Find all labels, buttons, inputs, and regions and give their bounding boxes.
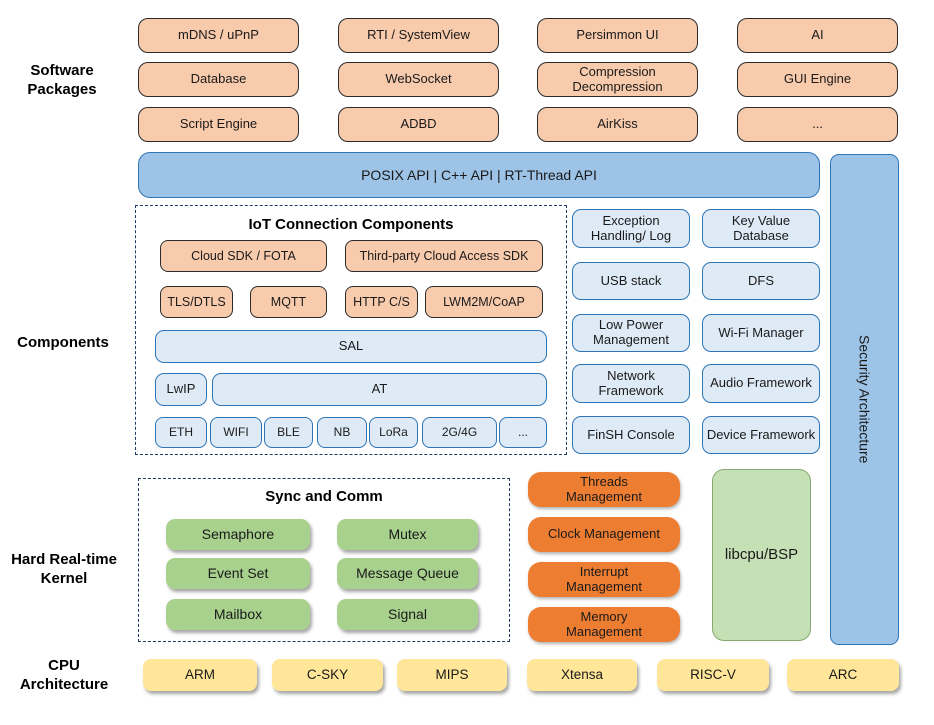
cpu-arch-box: MIPS (397, 659, 507, 691)
cpu-arch-box: RISC-V (657, 659, 769, 691)
iot-connection-components-title: IoT Connection Components (248, 216, 454, 233)
service-box: Low Power Management (572, 314, 690, 352)
link-box: ETH (155, 417, 207, 448)
kernel-mgmt-box: Interrupt Management (528, 562, 680, 597)
kernel-mgmt-box: Memory Management (528, 607, 680, 642)
package-box: Persimmon UI (537, 18, 698, 53)
iot-box: LWM2M/CoAP (425, 286, 543, 318)
service-box: Key Value Database (702, 209, 820, 248)
kernel-sync-box: Event Set (166, 558, 310, 589)
at-layer: AT (212, 373, 547, 406)
sync-and-comm-title: Sync and Comm (265, 488, 383, 505)
package-box: Compression Decompression (537, 62, 698, 97)
cpu-architecture-label: CPU Architecture (19, 657, 109, 693)
package-box: ADBD (338, 107, 499, 142)
kernel-sync-box: Mutex (337, 519, 478, 550)
package-box: GUI Engine (737, 62, 898, 97)
package-box: AI (737, 18, 898, 53)
api-layer-bar: POSIX API | C++ API | RT-Thread API (138, 152, 820, 198)
libcpu-bsp-box: libcpu/BSP (712, 469, 811, 641)
sal-layer: SAL (155, 330, 547, 363)
cpu-arch-box: ARM (143, 659, 257, 691)
service-box: Wi-Fi Manager (702, 314, 820, 352)
service-box: DFS (702, 262, 820, 300)
service-box: USB stack (572, 262, 690, 300)
package-box: mDNS / uPnP (138, 18, 299, 53)
cpu-arch-box: C-SKY (272, 659, 383, 691)
kernel-sync-box: Semaphore (166, 519, 310, 550)
link-box: 2G/4G (422, 417, 497, 448)
link-box: ... (499, 417, 547, 448)
service-box: FinSH Console (572, 416, 690, 454)
iot-box: Third-party Cloud Access SDK (345, 240, 543, 272)
service-box: Device Framework (702, 416, 820, 454)
package-box: AirKiss (537, 107, 698, 142)
kernel-sync-box: Signal (337, 599, 478, 630)
link-box: NB (317, 417, 367, 448)
package-box: Database (138, 62, 299, 97)
iot-box: Cloud SDK / FOTA (160, 240, 327, 272)
kernel-mgmt-box: Clock Management (528, 517, 680, 552)
package-box: Script Engine (138, 107, 299, 142)
security-architecture-bar: Security Architecture (830, 154, 899, 645)
kernel-mgmt-box: Threads Management (528, 472, 680, 507)
cpu-arch-box: Xtensa (527, 659, 637, 691)
sync-and-comm-box (138, 478, 510, 642)
cpu-arch-box: ARC (787, 659, 899, 691)
link-box: WIFI (210, 417, 262, 448)
iot-connection-components-box (135, 205, 567, 455)
kernel-label: Hard Real-time Kernel (11, 551, 117, 587)
kernel-sync-box: Mailbox (166, 599, 310, 630)
service-box: Audio Framework (702, 364, 820, 403)
lwip-box: LwIP (155, 373, 207, 406)
software-packages-label: Software Packages (27, 62, 97, 98)
package-box: RTI / SystemView (338, 18, 499, 53)
components-label: Components (17, 334, 109, 351)
iot-box: MQTT (250, 286, 327, 318)
link-box: LoRa (369, 417, 418, 448)
kernel-sync-box: Message Queue (337, 558, 478, 589)
service-box: Exception Handling/ Log (572, 209, 690, 248)
iot-box: TLS/DTLS (160, 286, 233, 318)
iot-box: HTTP C/S (345, 286, 418, 318)
package-box: WebSocket (338, 62, 499, 97)
package-box: ... (737, 107, 898, 142)
service-box: Network Framework (572, 364, 690, 403)
link-box: BLE (264, 417, 313, 448)
